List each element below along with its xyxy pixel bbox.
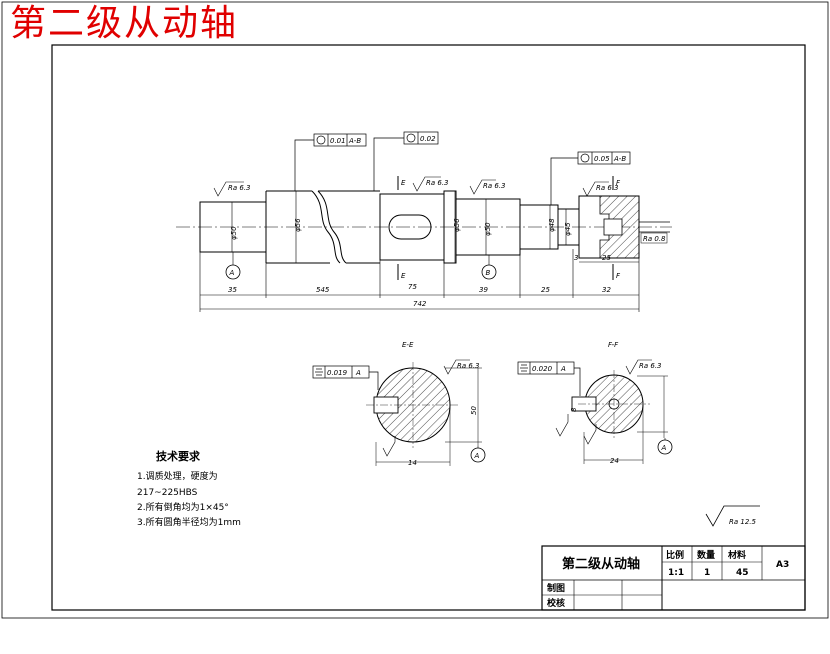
dim-32: 32 xyxy=(602,286,611,294)
svg-text:B: B xyxy=(486,269,491,277)
dia-bearing: φ50 xyxy=(484,222,492,236)
dim-75: 75 xyxy=(408,283,417,291)
sym-e-value: 0.019 xyxy=(327,369,348,377)
runout-frame-mid xyxy=(373,131,439,191)
cut-e-bottom: E xyxy=(401,272,406,280)
title-block xyxy=(541,545,806,611)
ra-e-top: Ra 6.3 xyxy=(457,362,480,370)
section-e-view xyxy=(366,362,482,466)
datum-a-section-f: A xyxy=(657,438,673,455)
e-key-dim: 14 xyxy=(408,459,417,467)
sym-f-ref: A xyxy=(560,365,566,373)
ra-bearing: Ra 6.3 xyxy=(483,182,506,190)
svg-text:A: A xyxy=(474,452,480,460)
sym-frame-f xyxy=(517,361,581,396)
outer-frame xyxy=(1,1,829,619)
sym-e-ref: A xyxy=(355,369,361,377)
svg-text:A: A xyxy=(229,269,235,277)
dia-seat: φ48 xyxy=(548,218,556,232)
e-width-dim: 50 xyxy=(470,406,478,415)
runout-frame-right xyxy=(550,151,631,205)
dim-25: 25 xyxy=(541,286,550,294)
sym-frame-e xyxy=(312,365,379,390)
cut-f-top: F xyxy=(616,179,621,187)
dia-collar: φ56 xyxy=(453,218,461,232)
f-width-dim: 24 xyxy=(610,457,619,465)
runout-left-value: 0.01 xyxy=(330,137,346,145)
right-keyway-cut xyxy=(603,218,623,236)
section-e-label: E-E xyxy=(402,341,414,349)
tb-checked-label: 校核 xyxy=(547,597,565,609)
section-f-label: F-F xyxy=(608,341,619,349)
dia-shoulder: φ56 xyxy=(294,218,302,232)
runout-right-value: 0.05 xyxy=(594,155,610,163)
dim-35: 35 xyxy=(228,286,237,294)
ra-left: Ra 6.3 xyxy=(228,184,251,192)
cut-f-bottom: F xyxy=(616,272,621,280)
ra-f-top: Ra 6.3 xyxy=(639,362,662,370)
drawing-heading: 第二级从动轴 xyxy=(10,3,239,44)
notes-line-4: 3.所有圆角半径均为1mm xyxy=(137,516,241,528)
section-f-view xyxy=(571,370,668,464)
svg-text:A: A xyxy=(661,444,667,452)
tb-sheet: A3 xyxy=(776,560,789,570)
dim-total: 742 xyxy=(413,300,427,308)
notes-line-2: 217~225HBS xyxy=(137,488,198,498)
notes-line-1: 1.调质处理，硬度为 xyxy=(137,470,218,482)
dim-step-right: 3 xyxy=(574,254,578,262)
tb-name: 第二级从动轴 xyxy=(562,556,640,572)
tb-scale: 1:1 xyxy=(668,568,684,578)
tb-material: 45 xyxy=(736,568,749,578)
ra-end-hole: Ra 0.8 xyxy=(643,235,666,243)
datum-b: B xyxy=(481,255,497,280)
cut-e-top: E xyxy=(401,179,406,187)
datum-a-section-e: A xyxy=(470,446,486,463)
runout-right-ref: A-B xyxy=(613,155,626,163)
ra-general: Ra 12.5 xyxy=(729,518,757,526)
shaft-main-view xyxy=(176,190,672,264)
ra-key: Ra 6.3 xyxy=(426,179,449,187)
f-key-dim: 8 xyxy=(570,407,578,412)
dia-left: φ50 xyxy=(230,226,238,240)
tb-qty-label: 数量 xyxy=(697,549,715,561)
general-roughness xyxy=(705,505,760,527)
tb-material-label: 材料 xyxy=(727,549,746,561)
dim-545: 545 xyxy=(316,286,330,294)
dim-key-right: 25 xyxy=(602,254,611,262)
roughness-symbols-main xyxy=(213,176,609,197)
runout-frame-left xyxy=(294,133,367,191)
tb-qty: 1 xyxy=(704,568,710,578)
runout-left-ref: A-B xyxy=(348,137,361,145)
datum-a: A xyxy=(225,252,241,280)
runout-mid-value: 0.02 xyxy=(420,135,436,143)
ra-end: Ra 6.3 xyxy=(596,184,619,192)
notes-line-3: 2.所有倒角均为1×45° xyxy=(137,501,229,513)
notes-heading: 技术要求 xyxy=(156,449,201,463)
tb-drawn-label: 制图 xyxy=(547,582,565,594)
dia-end: φ45 xyxy=(564,222,572,236)
sym-f-value: 0.020 xyxy=(532,365,553,373)
tb-scale-label: 比例 xyxy=(666,549,684,561)
inner-frame xyxy=(51,44,806,611)
dim-39: 39 xyxy=(479,286,488,294)
